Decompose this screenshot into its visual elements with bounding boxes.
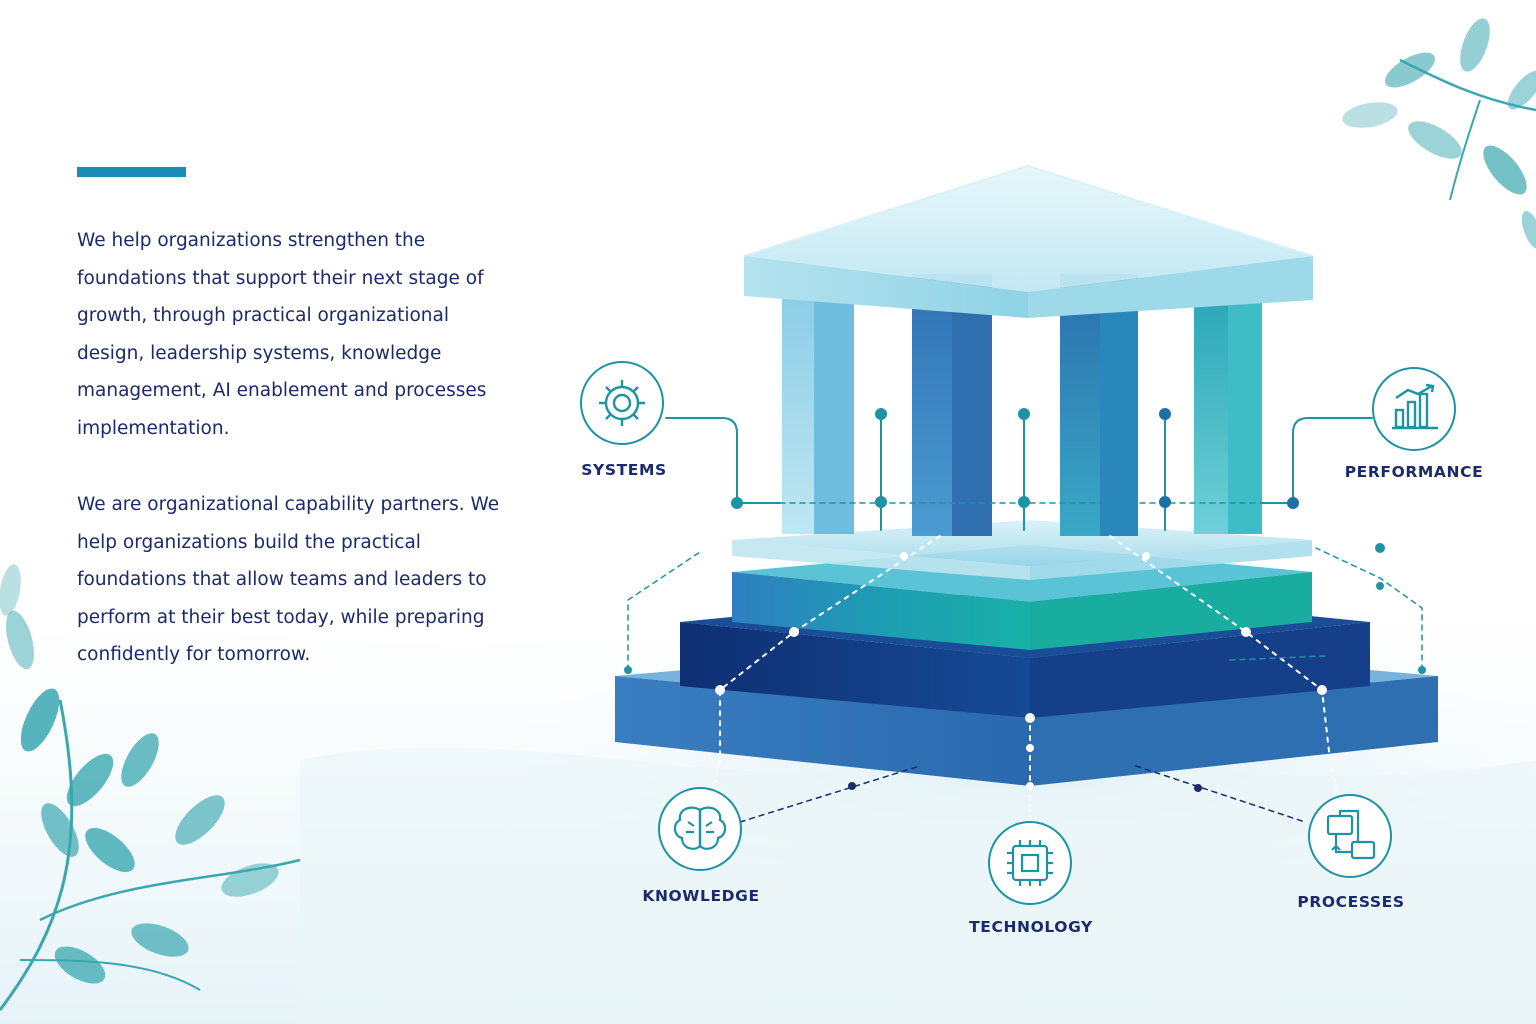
leaf-branch-top-right [1342,18,1536,249]
intro-paragraph: We help organizations strengthen the fou… [77,222,517,448]
foundation-steps [615,520,1438,786]
roof [743,164,1314,318]
bar-chart-icon [1392,383,1438,430]
microchip-icon [1007,840,1053,886]
knowledge-node [658,787,742,871]
intro-text: We help organizations strengthen the fou… [77,230,487,439]
systems-label: SYSTEMS [581,461,667,479]
pillars [782,274,1262,536]
performance-node [1372,367,1456,451]
brain-icon [673,806,727,850]
processes-label: PROCESSES [1297,893,1405,911]
leaf-branch-bottom-left [0,564,301,1011]
partner-paragraph: We are organizational capability partner… [77,486,517,674]
performance-label: PERFORMANCE [1344,463,1484,481]
gear-icon [599,380,645,426]
workflow-icon [1326,809,1376,860]
knowledge-label: KNOWLEDGE [642,887,760,905]
processes-node [1308,794,1392,878]
accent-bar [77,167,186,177]
technology-label: TECHNOLOGY [969,918,1093,936]
background-wave-2 [300,747,1536,1024]
technology-node [988,821,1072,905]
systems-node [580,361,664,445]
partner-text: We are organizational capability partner… [77,494,500,666]
connector-dots [624,408,1426,792]
